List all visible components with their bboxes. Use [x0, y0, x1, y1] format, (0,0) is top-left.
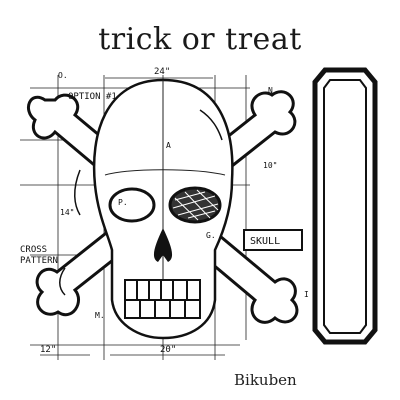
label-m: M. [95, 311, 105, 320]
cross-pattern-label-2: PATTERN [20, 256, 58, 266]
teeth [124, 279, 201, 319]
nose-cavity [153, 228, 173, 262]
label-n: N. [268, 86, 278, 95]
dimension-top: 24" [154, 67, 170, 77]
label-i: I [304, 290, 309, 299]
cross-pattern-label-1: CROSS [20, 245, 47, 255]
label-a: A [166, 141, 171, 150]
option-label: OPTION #1 [68, 92, 117, 102]
skull-label: SKULL [250, 236, 280, 247]
label-g: G. [206, 231, 216, 240]
dimension-right: 10" [263, 161, 277, 170]
dimension-bottom-center: 20" [160, 345, 176, 355]
eye-sockets [108, 186, 222, 224]
skull-label-box [243, 229, 303, 251]
dimension-bottom-left: 12" [40, 345, 56, 355]
label-p: P. [118, 198, 128, 207]
title: trick or treat [98, 22, 302, 57]
dimension-left: 14" [60, 208, 74, 217]
watermark: Bikuben [234, 371, 297, 389]
label-o: O. [58, 71, 68, 80]
banner-frame [312, 67, 378, 345]
